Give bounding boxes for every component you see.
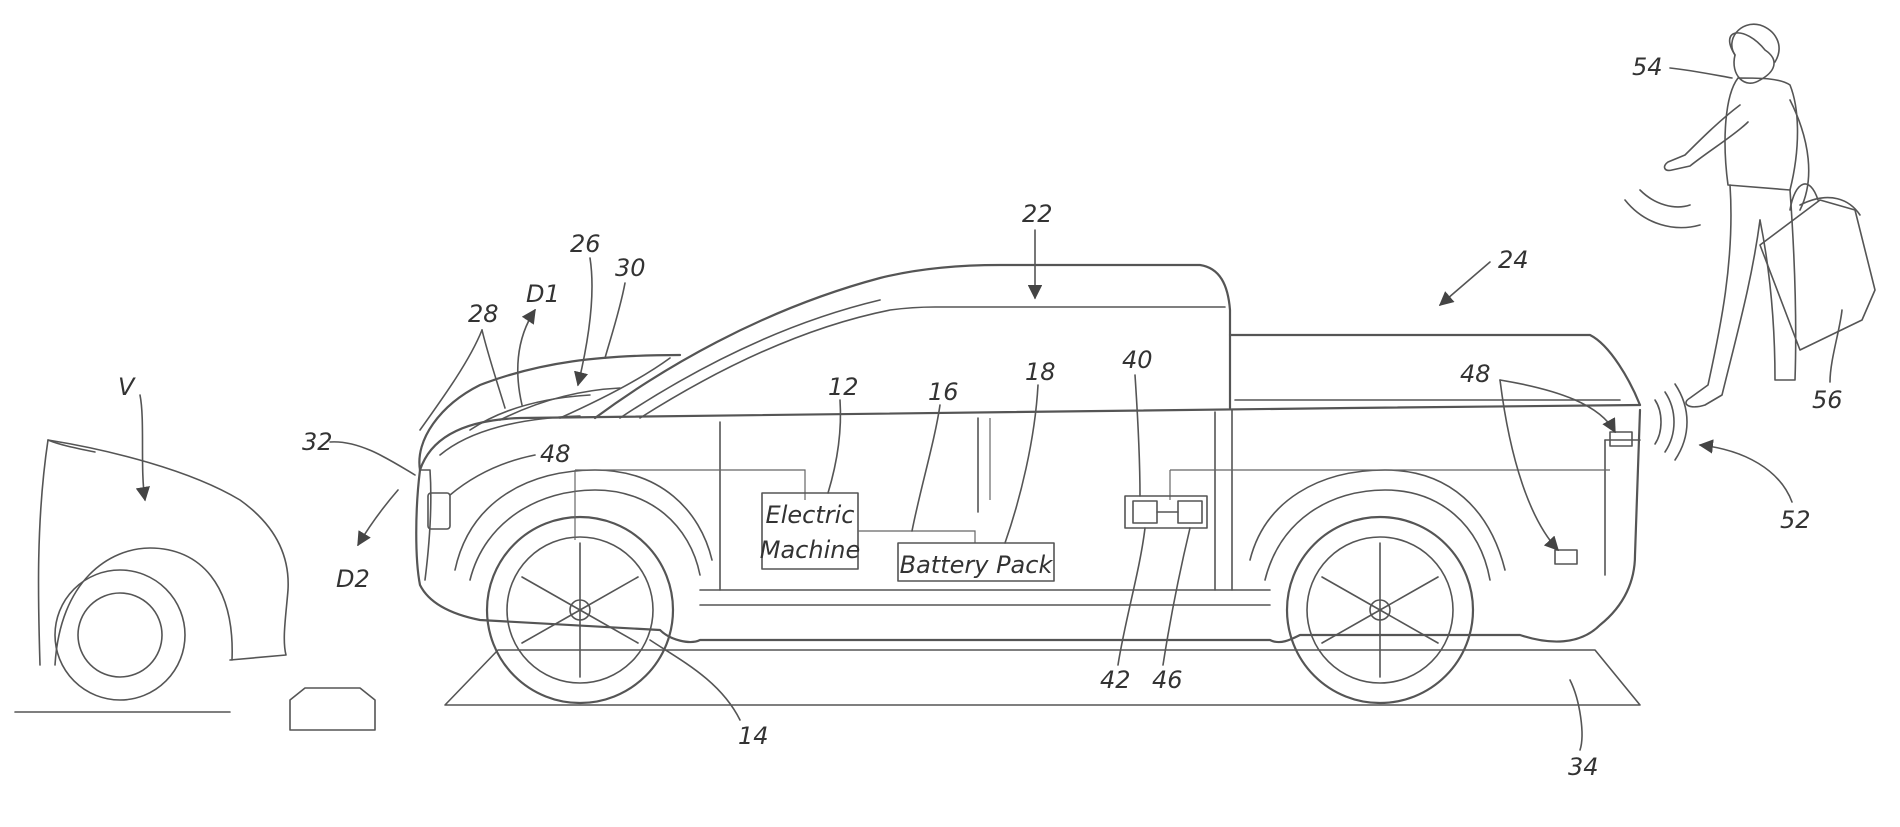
label-42: 42 (1100, 666, 1131, 694)
label-46: 46 (1152, 666, 1183, 694)
person-54 (1624, 23, 1810, 408)
label-48-rear: 48 (1460, 360, 1491, 388)
battery-pack-label: Battery Pack (900, 551, 1054, 579)
bag-56 (1759, 183, 1876, 351)
label-24: 24 (1498, 246, 1529, 274)
label-d2: D2 (336, 565, 370, 593)
electric-machine-line1: Electric (766, 501, 855, 529)
ground-plate (444, 649, 1641, 706)
module-42-46 (1124, 495, 1208, 529)
label-22: 22 (1022, 200, 1053, 228)
label-26: 26 (570, 230, 601, 258)
other-vehicle-v (14, 394, 376, 731)
label-30: 30 (615, 254, 646, 282)
label-12: 12 (828, 373, 859, 401)
battery-pack-box: Battery Pack (897, 542, 1055, 582)
label-32: 32 (302, 428, 333, 456)
label-52: 52 (1780, 506, 1811, 534)
label-34: 34 (1568, 753, 1599, 781)
label-14: 14 (738, 722, 769, 750)
sound-waves-52 (1654, 383, 1688, 461)
label-18: 18 (1025, 358, 1056, 386)
label-48-front: 48 (540, 440, 571, 468)
electric-machine-line2: Machine (760, 536, 860, 564)
label-28: 28 (468, 300, 499, 328)
label-54: 54 (1632, 53, 1663, 81)
label-16: 16 (928, 378, 959, 406)
pickup-truck (415, 263, 1642, 705)
electric-machine-box: Electric Machine (760, 492, 860, 570)
label-v: V (118, 373, 136, 401)
leader-lines (329, 67, 1843, 751)
label-56: 56 (1812, 386, 1843, 414)
label-d1: D1 (526, 280, 560, 308)
connector-16 (858, 530, 976, 543)
label-40: 40 (1122, 346, 1153, 374)
